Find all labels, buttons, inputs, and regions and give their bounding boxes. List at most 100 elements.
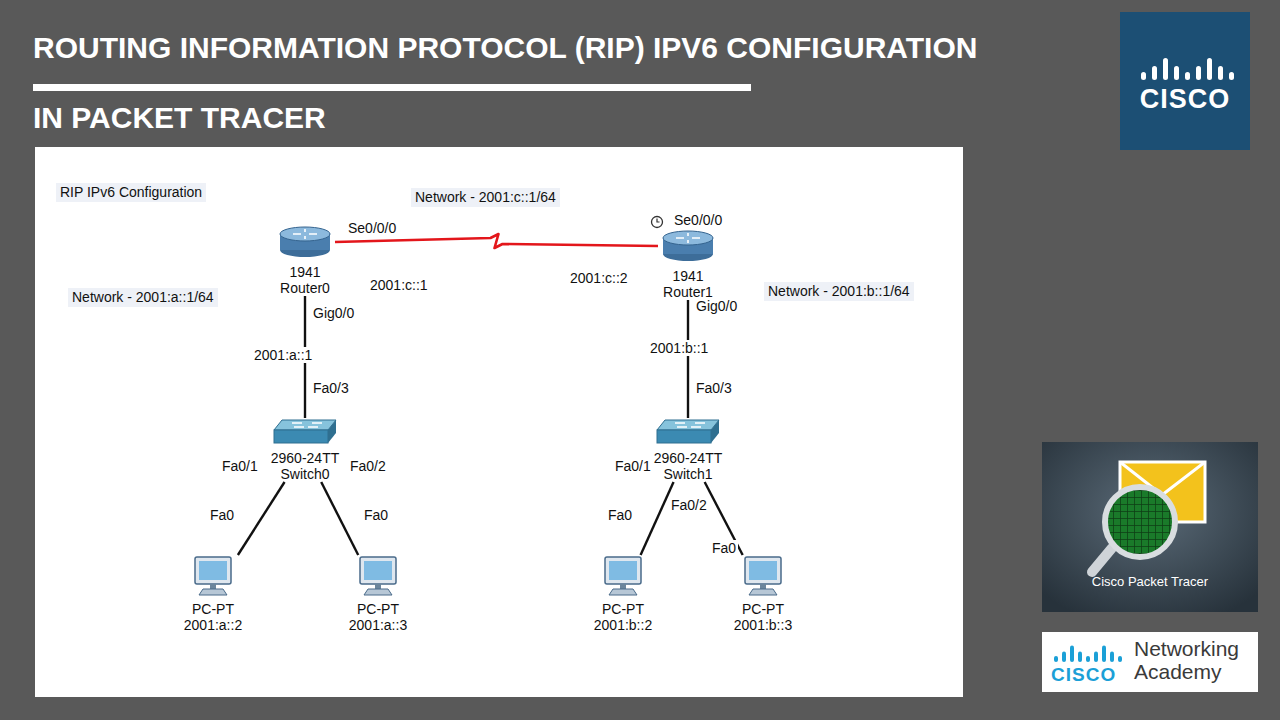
port-label: Fa0	[606, 507, 634, 523]
switch-icon-part	[328, 420, 336, 443]
netacad-logo-box	[1118, 656, 1122, 662]
router-icon-part	[293, 229, 317, 239]
netacad-logo-box	[1054, 646, 1122, 663]
router-icon	[661, 230, 715, 262]
device-name: 2001:b::3	[734, 617, 792, 633]
device-model: 1941	[289, 264, 320, 280]
pc-icon-part	[360, 557, 396, 584]
ethernet-link	[238, 482, 285, 555]
pc-icon-part	[364, 561, 392, 580]
serial-link	[335, 234, 658, 248]
port-label: Fa0/1	[220, 458, 260, 474]
switch-node: 2960-24TTSwitch1	[651, 418, 725, 482]
packet-tracer-icon	[1100, 486, 1180, 566]
pc-icon-part	[745, 557, 781, 584]
device-model: 2960-24TT	[654, 450, 722, 466]
device-model: PC-PT	[742, 601, 784, 617]
network-label: Network - 2001:b::1/64	[764, 282, 914, 301]
ethernet-link	[641, 482, 674, 555]
router-icon-part	[280, 227, 330, 241]
pc-node: PC-PT2001:b::3	[731, 555, 795, 633]
port-label: Fa0/2	[348, 458, 388, 474]
ip-address: 2001:c::1	[368, 277, 430, 293]
pc-icon-part	[375, 584, 381, 589]
pc-icon-part	[364, 589, 392, 595]
port-label: Fa0	[362, 507, 390, 523]
cisco-logo-box	[1152, 66, 1157, 80]
ip-address: 2001:a::1	[252, 347, 314, 363]
device-model: PC-PT	[602, 601, 644, 617]
logo-text: CISCO	[1051, 664, 1116, 686]
router-node: 1941Router1	[658, 230, 718, 300]
switch-icon-part	[711, 420, 719, 443]
packet-tracer-icon	[1092, 548, 1112, 572]
app-name: Cisco Packet Tracer	[1042, 574, 1258, 590]
pc-icon-part	[199, 561, 227, 580]
pc-icon-part	[199, 589, 227, 595]
switch-icon-part	[274, 420, 336, 430]
title-underline	[33, 84, 751, 91]
netacad-logo-box	[1102, 646, 1106, 663]
pc-icon-part	[609, 589, 637, 595]
netacad-logo-box	[1042, 632, 1258, 692]
netacad-logo-box	[1086, 656, 1090, 662]
ip-address: 2001:c::2	[568, 270, 630, 286]
pc-icon	[356, 555, 400, 597]
cisco-logo-box	[1218, 66, 1223, 80]
page-title: ROUTING INFORMATION PROTOCOL (RIP) IPV6 …	[33, 30, 977, 66]
router-icon-part	[663, 231, 713, 245]
pc-icon	[191, 555, 235, 597]
netacad-logo-box	[1062, 652, 1066, 663]
ethernet-link	[321, 482, 358, 555]
ethernet-link	[687, 300, 689, 418]
clock-icon	[657, 219, 660, 223]
netacad-logo-box	[1078, 652, 1082, 663]
device-name: Switch1	[663, 466, 712, 482]
subtitle: IN PACKET TRACER	[33, 100, 326, 136]
pc-icon-part	[605, 557, 641, 584]
ethernet-link	[705, 482, 743, 555]
cisco-logo-box	[1120, 12, 1250, 150]
cisco-logo-box	[1196, 66, 1201, 80]
network-label: Network - 2001:a::1/64	[68, 288, 218, 307]
device-name: 2001:b::2	[594, 617, 652, 633]
switch-icon-part	[657, 420, 719, 430]
switch-icon-part	[675, 423, 705, 427]
cisco-logo-box	[1141, 72, 1146, 80]
device-name: 2001:a::2	[184, 617, 242, 633]
packet-tracer-icon	[1105, 487, 1175, 557]
packet-tracer-icon	[1042, 442, 1258, 612]
port-label: Fa0	[208, 507, 236, 523]
device-model: 1941	[672, 268, 703, 284]
packet-tracer-icon	[1042, 442, 1258, 612]
router-icon	[278, 226, 332, 258]
ip-address: 2001:b::1	[648, 340, 710, 356]
netacad-logo-box	[1070, 646, 1074, 663]
network-label: Network - 2001:c::1/64	[411, 188, 560, 207]
cisco-logo-box	[1120, 12, 1250, 150]
port-label: Gig0/0	[311, 305, 356, 321]
cisco-logo-box	[1141, 58, 1234, 80]
device-model: PC-PT	[357, 601, 399, 617]
diagram-heading: RIP IPv6 Configuration	[56, 183, 206, 202]
pc-icon-part	[620, 584, 626, 589]
port-label: Gig0/0	[694, 298, 739, 314]
cisco-logo-box	[1185, 72, 1190, 80]
diagram-panel	[35, 147, 963, 697]
port-label: Se0/0/0	[672, 212, 724, 228]
pc-icon-part	[195, 557, 231, 584]
device-name: Router1	[663, 284, 713, 300]
cisco-logo-box	[1174, 66, 1179, 80]
cisco-logo-box	[1163, 58, 1168, 80]
switch-icon-part	[274, 430, 328, 443]
switch-icon-part	[292, 423, 322, 427]
logo-text: CISCO	[1120, 84, 1250, 114]
switch-icon	[272, 418, 338, 446]
switch-node: 2960-24TTSwitch0	[268, 418, 342, 482]
logo-text: Networking Academy	[1134, 637, 1256, 683]
pc-icon	[601, 555, 645, 597]
router-node: 1941Router0	[275, 226, 335, 296]
diagram-panel	[35, 147, 963, 697]
pc-icon-part	[609, 561, 637, 580]
pc-node: PC-PT2001:a::2	[181, 555, 245, 633]
